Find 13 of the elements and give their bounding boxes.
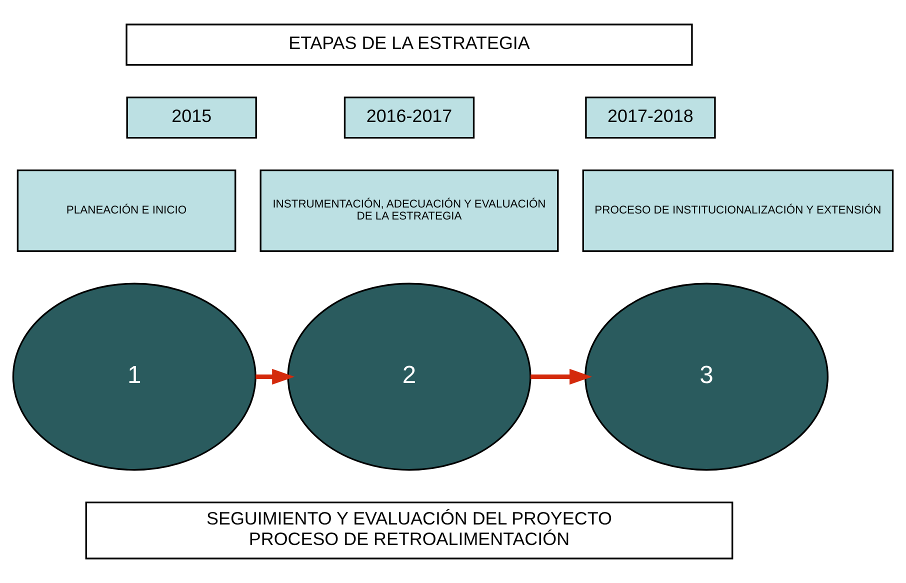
node-box: 2017-2018 <box>585 96 716 139</box>
node-box: ETAPAS DE LA ESTRATEGIA <box>126 24 693 66</box>
node-box: PROCESO DE INSTITUCIONALIZACIÓN Y EXTENSIÓN <box>582 170 894 252</box>
node-box: 2016-2017 <box>344 96 475 139</box>
node-ellipse: 3 <box>584 282 829 471</box>
node-box: PLANEACIÓN E INICIO <box>16 170 236 252</box>
node-ellipse: 2 <box>287 282 532 471</box>
arrow <box>530 368 592 385</box>
arrow <box>256 368 295 385</box>
node-box: 2015 <box>126 96 257 139</box>
node-box: INSTRUMENTACIÓN, ADECUACIÓN Y EVALUACIÓN DE LA ESTRATEGIA <box>260 170 559 252</box>
node-box: SEGUIMIENTO Y EVALUACIÓN DEL PROYECTO PROCESO DE RETROALIMENTACIÓN <box>85 502 734 560</box>
node-ellipse: 1 <box>12 282 256 471</box>
